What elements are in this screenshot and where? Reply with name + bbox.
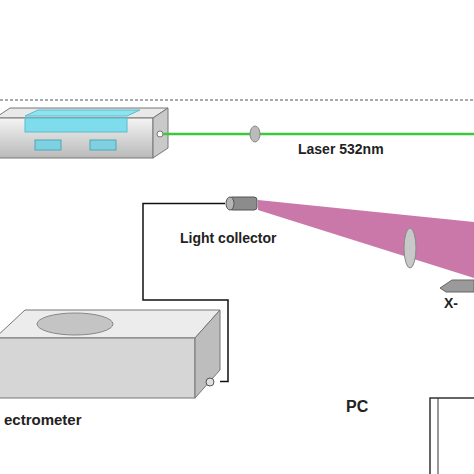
sample-stage [440,280,474,292]
spectrometer: ectrometer [0,308,220,400]
light-collector-shape [225,196,258,211]
focusing-lens [250,126,260,142]
beam-label: Laser 532nm [298,142,384,157]
device-label: PC [346,398,368,416]
laser-beam [163,133,474,136]
spectrometer-shape [0,308,220,400]
laser-source [0,108,168,158]
part-name: ectrometer [4,412,82,429]
part-name: Light collector [180,231,276,246]
panel-divider [0,100,474,101]
collecting-lens [404,228,416,268]
light-collector: Light collector [225,196,258,211]
part-label: X- [444,296,458,311]
pc-unit [430,398,474,474]
emission-cone [258,200,474,278]
